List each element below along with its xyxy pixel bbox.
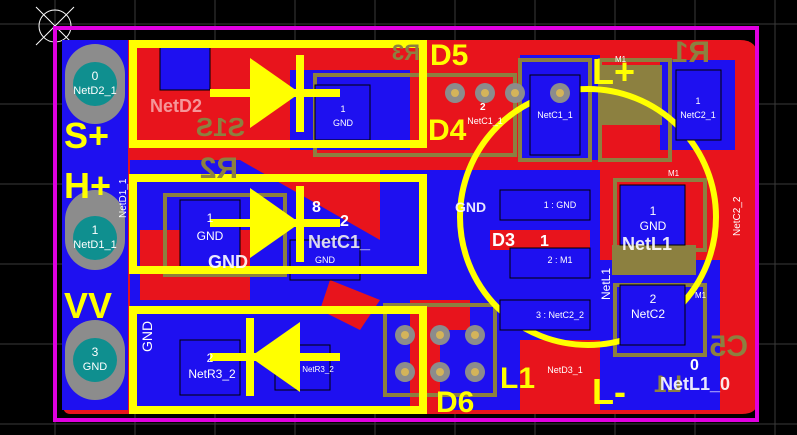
pad-label-netr3-2-small: NetR3_2 [302,365,334,374]
pad-label-d4-1: 1 [340,104,345,114]
designator-s1s-mirrored: S1S [196,112,245,142]
pad-label-3: 3 [92,345,99,359]
connector-j1[interactable] [65,44,125,400]
net-label-m1-c: M1 [695,291,707,300]
designator-d5: D5 [430,39,468,72]
smd-pads[interactable] [159,44,722,396]
pad-netd2-1[interactable] [73,62,117,106]
top-overlay-outlines [129,40,427,414]
designator-lplus: L+ [592,51,635,92]
designator-l1: L1 [500,362,535,395]
pad-label-pin2-m1: 2 : M1 [547,255,572,265]
pad-label-l1-1: 1 [650,204,657,218]
net-label-gnd-rotated: GND [139,321,155,352]
pad-number-1: 1 [540,233,549,250]
designator-r3-mirrored: R3 [392,40,420,65]
diode-symbol-d2-icon [210,186,340,262]
diode-symbol-d6-icon [210,318,340,396]
pad-label-1: 1 [92,223,99,237]
pad-label-gnd: GND [83,361,108,373]
net-label-netc1: NetC1_ [308,232,371,252]
pad-label-netc2-1: NetC2_1 [680,110,716,120]
net-label-m1-b: M1 [668,169,680,178]
pad-label-netd2-1: NetD2_1 [73,85,116,97]
board-outline[interactable] [53,26,759,422]
net-label-netd1-rotated: NetD1_1 [118,178,129,218]
pad-number-2a: 2 [340,213,349,230]
pad-label-netd1-1: NetD1_1 [73,239,116,251]
pad-label-0: 0 [92,69,99,83]
pad-label-c1-1: NetC1_1 [537,110,573,120]
designator-d6: D6 [436,386,474,419]
pad-label-d2-gnd: GND [197,229,224,243]
designator-splus: S+ [64,115,109,156]
pad-label-netc2: NetC2 [631,307,665,321]
pad-label-c2-1: 1 [695,96,700,106]
pad-gnd[interactable] [73,338,117,382]
pad-number-0: 0 [690,357,699,374]
pad-netd1-1[interactable] [73,216,117,260]
pad-label-l1-gnd: GND [640,219,667,233]
pad-label-netc1-1: NetC1_1 [467,116,503,126]
header-pads[interactable] [395,83,570,382]
pad-number-2b: 2 [480,102,486,113]
net-label-netl1-rotated: NetL1 [599,268,613,300]
pad-label-d4-gnd: GND [333,118,354,128]
designator-hplus: H+ [64,165,111,206]
designator-r2-mirrored: R2 [200,152,238,185]
designator-d3: D3 [492,230,515,250]
pad-label-pin1-gnd: 1 : GND [544,200,577,210]
net-label-netl1: NetL1 [622,234,672,254]
designator-r1-mirrored: R1 [672,36,710,69]
designator-lminus: L- [592,371,626,412]
pad-number-8: 8 [312,199,321,216]
net-label-netc2-2-rotated: NetC2_2 [732,196,743,236]
pad-label-l1-2: 2 [650,292,657,306]
designator-d4: D4 [428,114,467,147]
pad-label-pin3-netc2-2: 3 : NetC2_2 [536,310,584,320]
pad-label-netr3-2: NetR3_2 [188,367,236,381]
pad-label-d6-2: 2 [207,351,214,365]
net-label-gnd-top: GND [455,199,486,215]
net-label-netd2: NetD2 [150,96,202,116]
net-label-gnd-left: GND [208,252,248,272]
l1-outline[interactable] [457,86,719,348]
net-label-netl1-0: NetL1_0 [660,374,730,394]
pad-label-d2-gnd-small: GND [315,255,336,265]
net-label-m1-a: M1 [615,55,627,64]
designator-c5-mirrored: C5 [710,330,748,363]
pad-label-d2-1: 1 [207,211,214,225]
diode-symbol-d5-icon [210,55,340,132]
designator-l1-mirrored: L1 [654,371,682,398]
overlay-bar [612,245,696,275]
pad-label-netd3-1: NetD3_1 [547,365,583,375]
designator-vv: VV [64,285,112,326]
